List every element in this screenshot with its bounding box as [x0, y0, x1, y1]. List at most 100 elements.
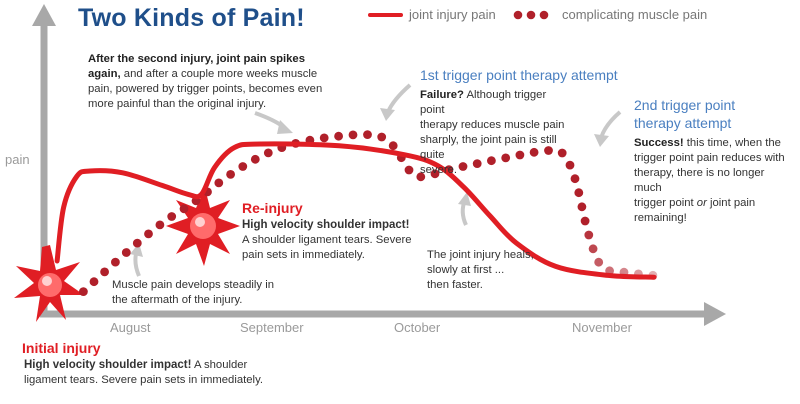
re-injury-note: High velocity shoulder impact! A shoulde…: [242, 218, 422, 263]
attempt2-heading-line1: 2nd trigger point: [634, 97, 736, 113]
x-tick-august: August: [110, 320, 151, 335]
second-injury-note: After the second injury, joint pain spik…: [88, 52, 328, 112]
arrow-attempt2-head: [594, 134, 609, 147]
second-injury-bold-2: again,: [88, 68, 121, 80]
muscle-pain-dot: [214, 178, 224, 188]
attempt1-line1: Although trigger point: [420, 89, 547, 116]
re-injury-heading: Re-injury: [242, 200, 303, 216]
initial-injury-heading: Initial injury: [22, 340, 101, 356]
second-injury-line2: and after a couple more weeks muscle: [123, 68, 318, 80]
muscle-pain-dot: [458, 162, 468, 171]
attempt2-heading: 2nd trigger point therapy attempt: [634, 96, 735, 132]
muscle-pain-dot: [363, 130, 372, 140]
attempt1-heading: 1st trigger point therapy attempt: [420, 67, 618, 83]
second-injury-line4: more painful than the original injury.: [88, 98, 267, 110]
legend-joint-label: joint injury pain: [409, 7, 496, 22]
y-axis-arrowhead: [32, 4, 56, 26]
muscle-pain-dot: [132, 238, 142, 248]
re-injury-bold: High velocity shoulder impact!: [242, 219, 410, 231]
muscle-pain-dot: [167, 212, 177, 221]
muscle-pain-dot: [515, 150, 525, 160]
attempt1-line4: severe.: [420, 164, 458, 176]
attempt2-note: Success! this time, when the trigger poi…: [634, 136, 794, 226]
muscle-pain-dot: [487, 156, 496, 166]
muscle-pain-dot: [79, 287, 88, 296]
muscle-pain-dot: [319, 133, 329, 143]
muscle-develops-line1: Muscle pain develops steadily in: [112, 279, 275, 291]
attempt2-bold: Success!: [634, 137, 684, 149]
attempt1-line2: therapy reduces muscle pain: [420, 119, 565, 131]
muscle-pain-dot: [144, 229, 153, 239]
muscle-pain-dot: [334, 131, 343, 141]
arrow-attempt2: [599, 110, 622, 139]
muscle-pain-dot: [416, 172, 426, 182]
attempt1-line3: sharply, the joint pain is still quite: [420, 134, 557, 161]
muscle-pain-dot: [250, 154, 260, 164]
muscle-pain-dot: [179, 204, 189, 214]
muscle-pain-dot: [377, 132, 387, 142]
attempt1-note: Failure? Although trigger point therapy …: [420, 88, 570, 178]
muscle-pain-dot: [430, 169, 440, 179]
attempt2-line4a: trigger point: [634, 197, 694, 209]
heals-note: The joint injury heals, slowly at first …: [427, 248, 577, 293]
re-injury-burst: [166, 188, 240, 266]
muscle-develops-line2: the aftermath of the injury.: [112, 294, 243, 306]
attempt2-line2: trigger point pain reduces with: [634, 152, 785, 164]
y-axis-label: pain: [5, 152, 30, 167]
attempt2-heading-line2: therapy attempt: [634, 115, 732, 131]
muscle-pain-dot: [155, 220, 165, 230]
muscle-pain-dot: [594, 257, 604, 267]
chart-title: Two Kinds of Pain!: [78, 4, 305, 32]
muscle-pain-dot: [404, 165, 414, 175]
muscle-pain-dot: [577, 202, 587, 212]
muscle-pain-dot: [501, 153, 511, 163]
joint-pain-line: [54, 141, 657, 280]
heals-line2: slowly at first ...: [427, 264, 505, 276]
attempt2-line4b: joint pain: [709, 197, 756, 209]
legend-muscle-swatch: [513, 10, 549, 20]
arrow-attempt1-head: [380, 108, 395, 121]
muscle-pain-dot: [529, 147, 539, 157]
muscle-pain-dot: [565, 160, 575, 170]
muscle-pain-dot: [574, 188, 584, 198]
muscle-pain-dot: [388, 141, 398, 151]
muscle-pain-dot: [348, 130, 358, 140]
x-axis-arrowhead: [704, 302, 726, 326]
attempt2-line3: therapy, there is no longer much: [634, 167, 765, 194]
muscle-pain-dot: [89, 277, 99, 287]
muscle-pain-dot: [570, 174, 580, 184]
re-injury-line2: A shoulder ligament tears. Severe: [242, 234, 412, 246]
re-injury-line3: pain sets in immediately.: [242, 249, 365, 261]
initial-injury-line1: A shoulder: [193, 359, 248, 371]
initial-injury-note: High velocity shoulder impact! A shoulde…: [24, 358, 314, 388]
muscle-pain-dot: [588, 244, 598, 254]
initial-injury-line2: ligament tears. Severe pain sets in imme…: [24, 374, 264, 386]
muscle-pain-dot: [584, 230, 594, 240]
muscle-pain-dot: [544, 146, 553, 155]
muscle-develops-note: Muscle pain develops steadily in the aft…: [112, 278, 292, 308]
attempt1-bold: Failure?: [420, 89, 464, 101]
muscle-pain-dot: [100, 267, 109, 277]
second-injury-bold-1: After the second injury, joint pain spik…: [88, 53, 305, 65]
heals-line1: The joint injury heals,: [427, 249, 534, 261]
muscle-pain-dot: [580, 216, 590, 226]
muscle-pain-dot: [111, 257, 120, 267]
initial-injury-bold: High velocity shoulder impact!: [24, 359, 192, 371]
muscle-pain-dot: [557, 148, 567, 158]
second-injury-line3: pain, powered by trigger points, becomes…: [88, 83, 323, 95]
arrow-attempt1: [386, 83, 412, 113]
x-tick-october: October: [394, 320, 441, 335]
legend-muscle-label: complicating muscle pain: [562, 7, 708, 22]
arrow-heals-head: [458, 192, 471, 206]
attempt2-line5: remaining!: [634, 212, 687, 224]
muscle-pain-dot: [121, 248, 131, 257]
heals-line3: then faster.: [427, 279, 483, 291]
x-tick-september: September: [240, 320, 304, 335]
attempt2-line4or: or: [696, 197, 707, 209]
arrow-to-peak-head: [277, 120, 293, 134]
initial-injury-burst: [14, 245, 84, 322]
muscle-pain-dot: [238, 162, 248, 171]
x-tick-november: November: [572, 320, 632, 335]
